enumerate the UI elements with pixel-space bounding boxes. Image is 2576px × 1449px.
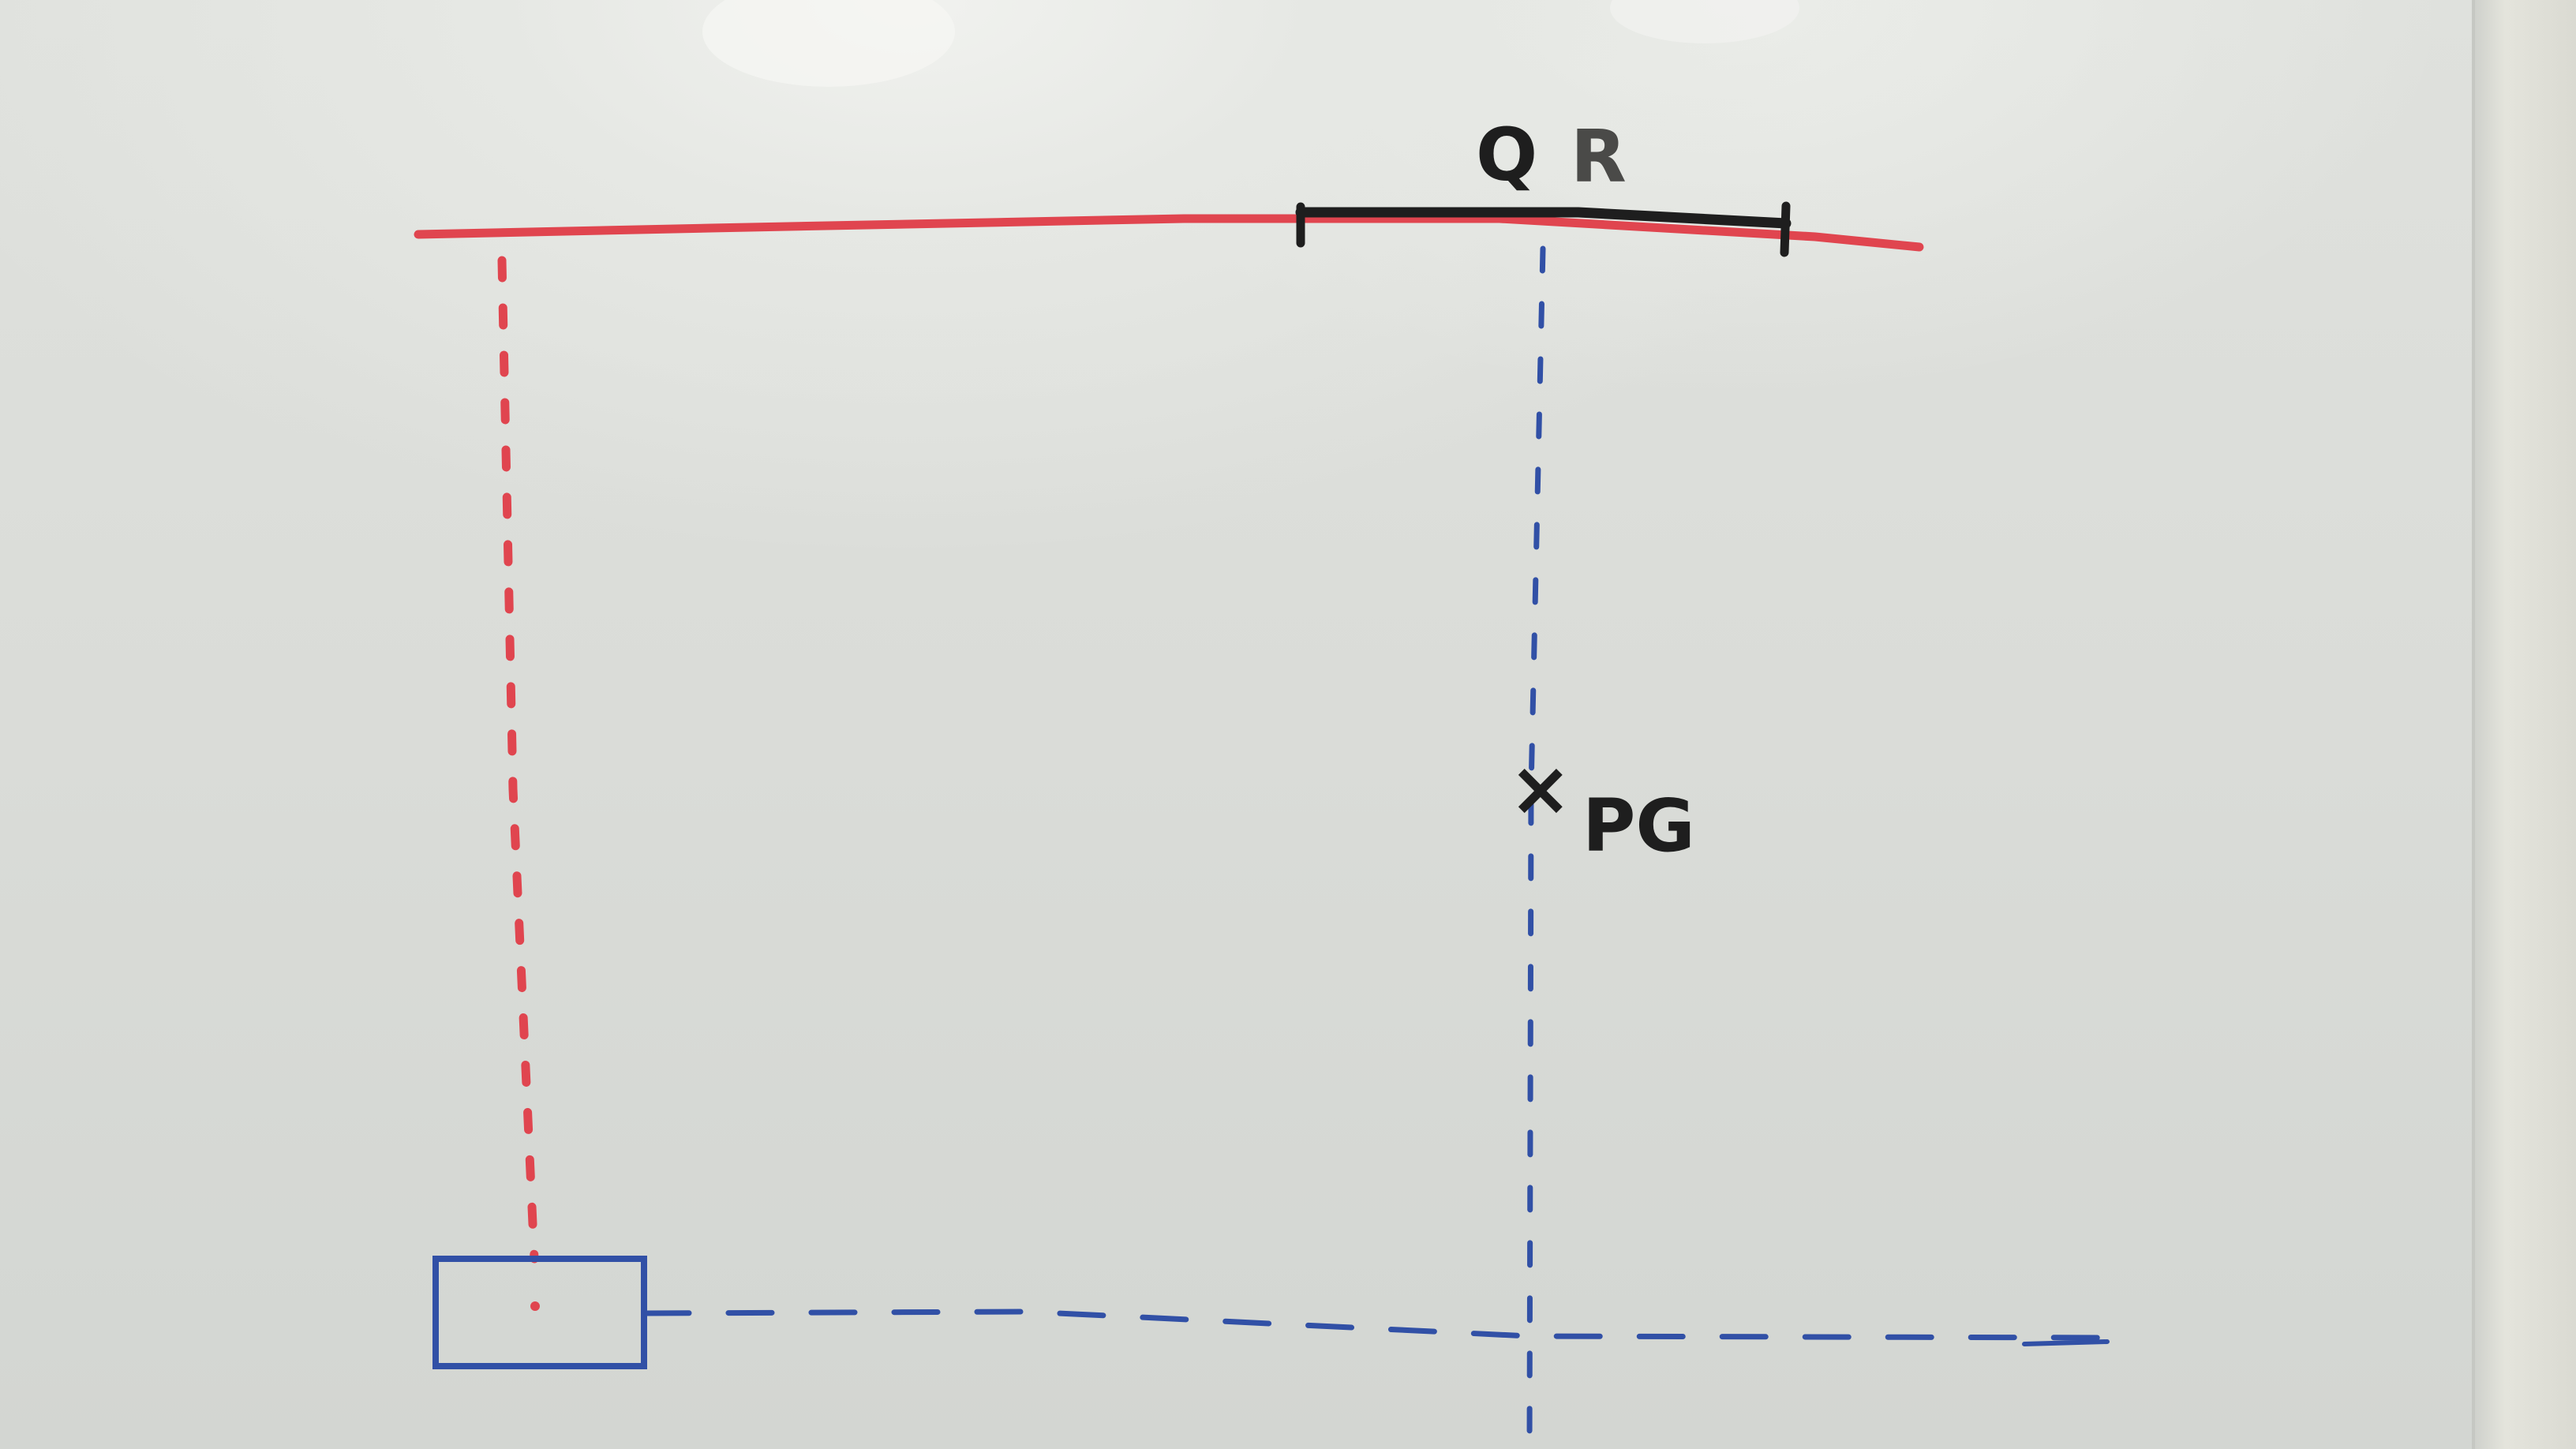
point-marker: ×: [1509, 746, 1572, 833]
segment-label-q: Q: [1476, 113, 1537, 197]
rectangle-center-dot: [530, 1301, 540, 1311]
blue-rectangle: [432, 1256, 647, 1369]
black-segment: [1295, 207, 1792, 229]
whiteboard-frame: [2472, 0, 2576, 1449]
segment-label-r: R: [1571, 114, 1627, 199]
segment-right-tick: [1780, 201, 1791, 257]
red-vertical-dashed-line: [497, 256, 539, 1264]
blue-vertical-dashed-line: [1526, 245, 1546, 1449]
blue-horizontal-dashed-line: [642, 1309, 2118, 1341]
blue-dash-double: [2022, 1339, 2110, 1346]
light-glare: [702, 0, 955, 87]
light-glare: [1610, 0, 1799, 43]
point-label: PG: [1582, 784, 1695, 868]
red-horizontal-line: [414, 214, 1924, 252]
